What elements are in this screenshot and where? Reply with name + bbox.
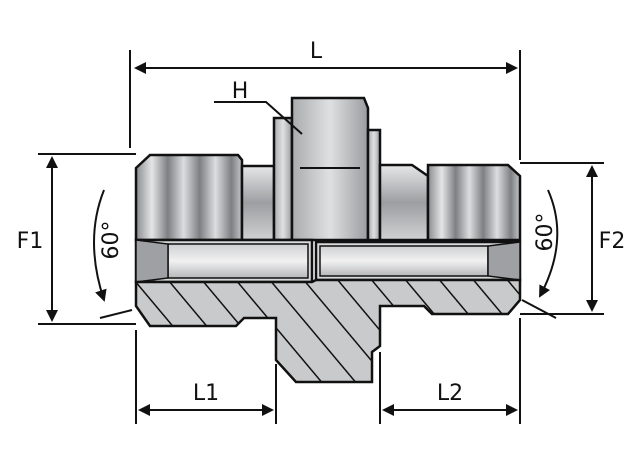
right-undercut (378, 163, 430, 242)
fitting-section-view (134, 278, 522, 384)
label-diameter-right: F2 (599, 229, 626, 254)
label-length-total: L (310, 39, 323, 64)
left-thread (134, 153, 244, 242)
left-undercut (240, 164, 276, 242)
label-length-right: L2 (437, 381, 463, 406)
label-cone-angle-left: 60° (99, 221, 124, 260)
label-length-left: L1 (193, 381, 219, 406)
label-diameter-left: F1 (17, 229, 44, 254)
label-hex: H (232, 79, 249, 104)
hex-collar-left (272, 116, 294, 242)
fitting-upper-view (134, 96, 522, 242)
bore (134, 238, 522, 284)
section-hatched (134, 278, 522, 384)
hex-collar-right (366, 128, 382, 242)
label-cone-angle-right: 60° (533, 213, 558, 252)
dimension-lines (38, 50, 604, 424)
right-thread (426, 163, 522, 242)
